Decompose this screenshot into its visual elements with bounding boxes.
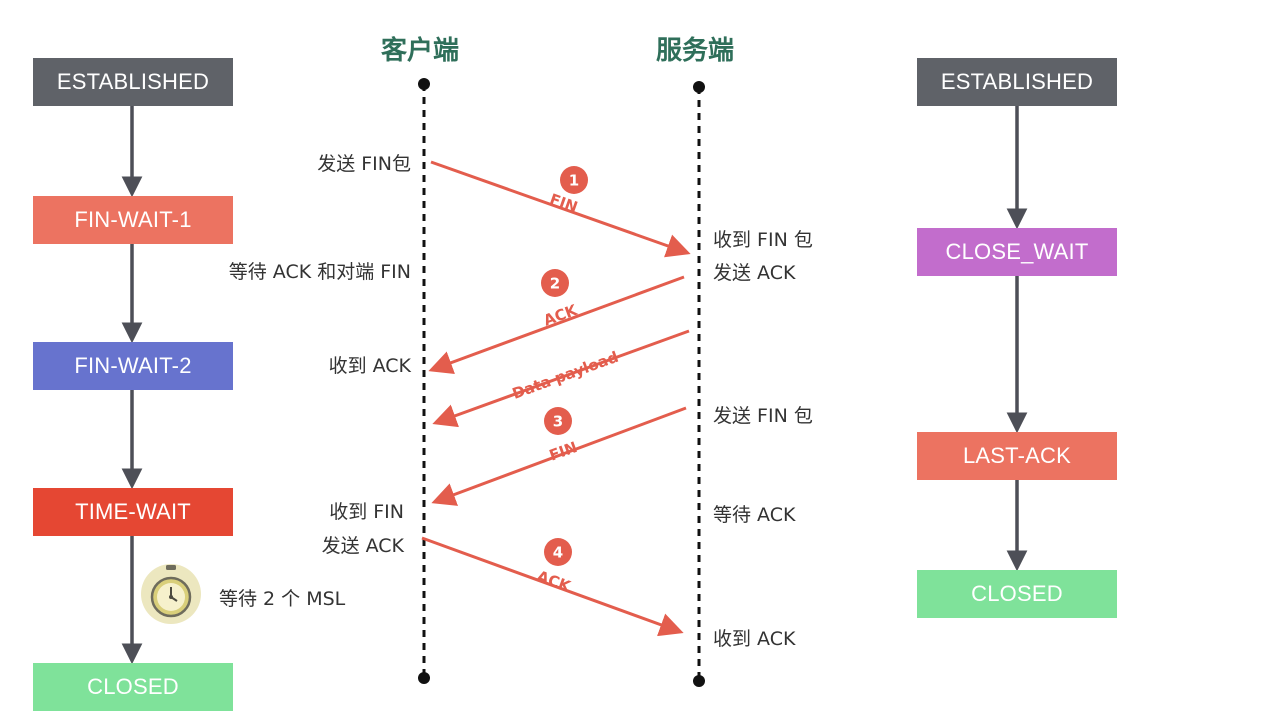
server-label-wait-ack: 等待 ACK	[713, 504, 796, 526]
message-label: FIN	[547, 438, 580, 465]
svg-text:2: 2	[550, 275, 560, 293]
server-state-closed: CLOSED	[917, 570, 1117, 618]
server-label-recv-fin: 收到 FIN 包	[713, 229, 813, 251]
client-label-wait-2msl: 等待 2 个 MSL	[219, 588, 346, 610]
server-header: 服务端	[656, 36, 735, 66]
stopwatch-icon	[141, 564, 201, 624]
svg-text:1: 1	[569, 172, 579, 190]
step-badge-4: 4	[544, 538, 572, 566]
client-state-established: ESTABLISHED	[33, 58, 233, 106]
client-header: 客户端	[381, 36, 460, 66]
server-state-last-ack: LAST-ACK	[917, 432, 1117, 480]
client-state-closed: CLOSED	[33, 663, 233, 711]
client-timeline	[418, 78, 430, 684]
message-ack-4: 4 ACK	[421, 536, 684, 637]
server-label-send-fin: 发送 FIN 包	[713, 405, 813, 427]
client-label-recv-ack: 收到 ACK	[328, 355, 411, 377]
step-badge-1: 1	[560, 166, 588, 194]
server-label-send-ack: 发送 ACK	[713, 262, 796, 284]
client-label-send-ack: 发送 ACK	[321, 535, 404, 557]
message-label: ACK	[541, 301, 581, 330]
server-state-established: ESTABLISHED	[917, 58, 1117, 106]
message-label: FIN	[547, 190, 580, 216]
step-badge-2: 2	[541, 269, 569, 297]
client-state-fin-wait-1: FIN-WAIT-1	[33, 196, 233, 244]
message-fin-3: 3 FIN	[431, 406, 687, 506]
client-label-recv-fin: 收到 FIN	[329, 501, 404, 523]
client-state-fin-wait-2: FIN-WAIT-2	[33, 342, 233, 390]
message-ack-2: 2 ACK	[428, 269, 685, 375]
server-label-recv-ack: 收到 ACK	[713, 628, 796, 650]
server-state-close-wait: CLOSE_WAIT	[917, 228, 1117, 276]
client-label-wait-ack-and-fin: 等待 ACK 和对端 FIN	[228, 261, 411, 283]
svg-text:3: 3	[553, 413, 563, 431]
message-fin-1: 1 FIN	[430, 160, 691, 258]
message-label: Data payload	[510, 348, 621, 403]
client-label-send-fin: 发送 FIN包	[317, 153, 411, 175]
step-badge-3: 3	[544, 407, 572, 435]
server-timeline	[693, 81, 705, 687]
svg-text:4: 4	[553, 544, 563, 562]
client-state-time-wait: TIME-WAIT	[33, 488, 233, 536]
